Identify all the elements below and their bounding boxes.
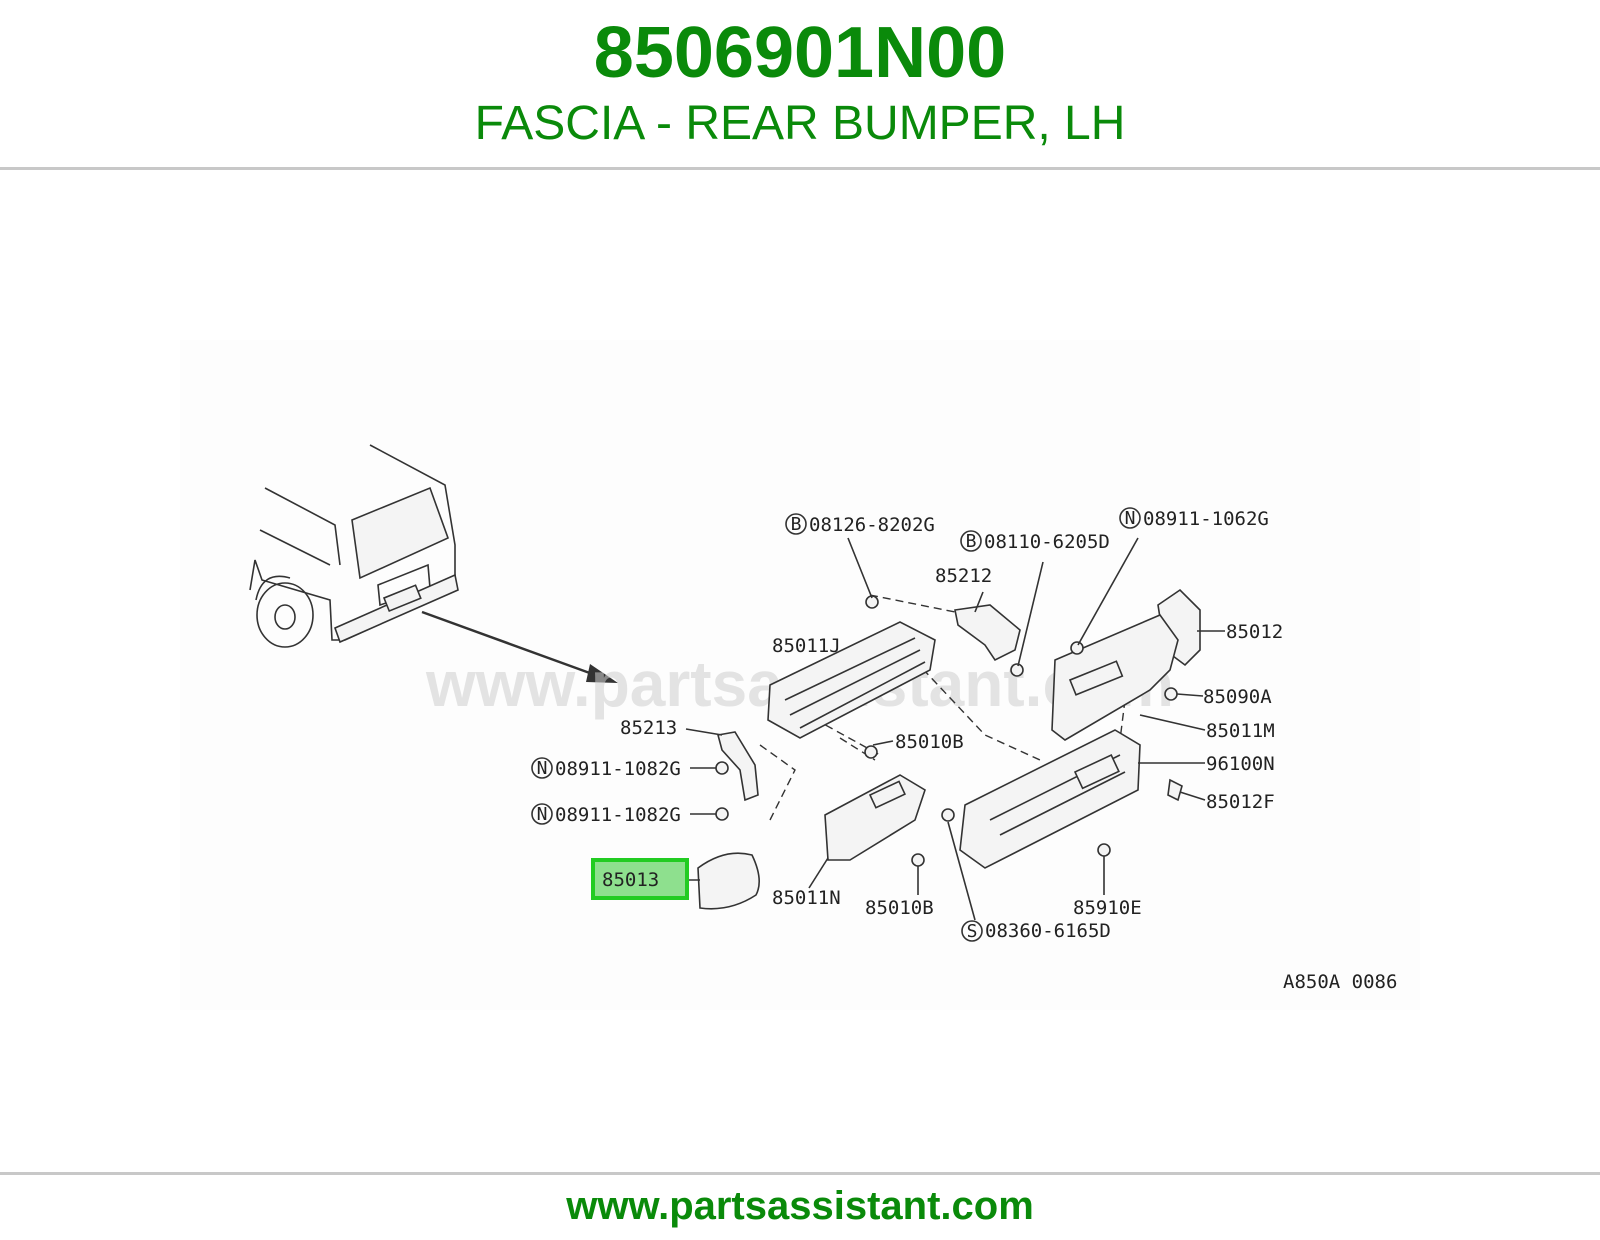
label-08911-1062G: 08911-1062G	[1143, 508, 1269, 530]
marker-n: N	[537, 758, 548, 779]
part-85011J-rail	[767, 621, 936, 739]
label-08360-6165D: 08360-6165D	[985, 920, 1111, 942]
part-85011N-lower-left	[824, 774, 926, 861]
label-85090A: 85090A	[1203, 686, 1272, 708]
part-name-subtitle: FASCIA - REAR BUMPER, LH	[474, 97, 1126, 150]
vehicle-illustration	[249, 444, 459, 648]
label-85010B-top: 85010B	[895, 731, 964, 753]
highlight-box-85013	[591, 858, 689, 900]
page-header: 8506901N00 FASCIA - REAR BUMPER, LH	[0, 0, 1600, 170]
label-85011J: 85011J	[772, 635, 841, 657]
label-85013: 85013	[602, 869, 659, 891]
part-85212-bracket	[954, 604, 1021, 662]
footer-divider	[0, 1172, 1600, 1175]
label-85010B-bottom: 85010B	[865, 897, 934, 919]
label-85011N: 85011N	[772, 887, 841, 909]
marker-n: N	[537, 804, 548, 825]
part-85011M-upper-bumper	[1051, 614, 1179, 741]
label-85213: 85213	[620, 717, 677, 739]
part-number-title: 8506901N00	[593, 13, 1007, 93]
marker-b: B	[791, 514, 802, 535]
label-85012F: 85012F	[1206, 791, 1275, 813]
label-08911-1082G-b: 08911-1082G	[555, 804, 681, 826]
label-85011M: 85011M	[1206, 720, 1275, 742]
part-labels: B 08126-8202G B 08110-6205D N 08911-1062…	[531, 507, 1397, 993]
label-96100N: 96100N	[1206, 753, 1275, 775]
marker-n: N	[1125, 508, 1136, 529]
header-divider	[0, 167, 1600, 170]
diagram-code: A850A 0086	[1283, 971, 1397, 993]
part-85013-corner-cap	[697, 852, 760, 910]
pointer-arrow	[421, 610, 618, 683]
label-08126-8202G: 08126-8202G	[809, 514, 935, 536]
marker-s: S	[967, 921, 978, 942]
label-85012: 85012	[1226, 621, 1283, 643]
label-08110-6205D: 08110-6205D	[984, 531, 1110, 553]
label-08911-1082G-a: 08911-1082G	[555, 758, 681, 780]
label-85910E: 85910E	[1073, 897, 1142, 919]
label-85212: 85212	[935, 565, 992, 587]
footer-site-link[interactable]: www.partsassistant.com	[566, 1184, 1034, 1228]
part-85213-bracket	[717, 731, 759, 802]
part-96100N-step	[959, 729, 1141, 869]
marker-b: B	[966, 531, 977, 552]
